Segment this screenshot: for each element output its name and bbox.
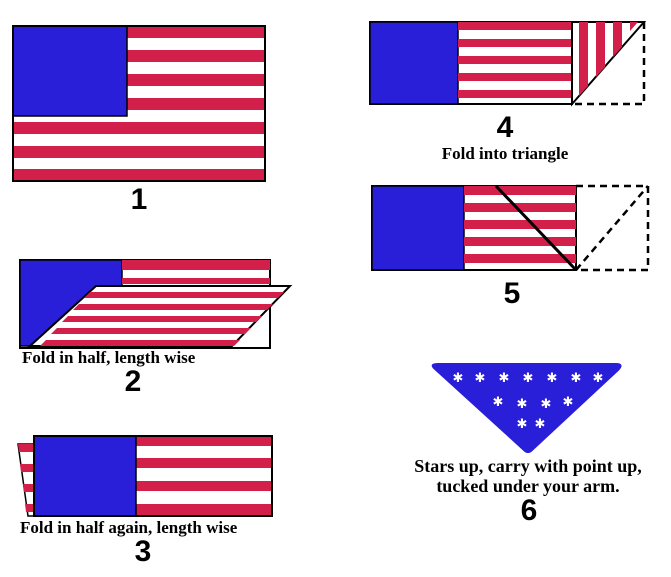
step-3-folded-again [17, 435, 273, 517]
svg-text:✱: ✱ [593, 371, 604, 386]
step-2-number: 2 [124, 365, 142, 398]
stripes [458, 22, 572, 98]
step-5-triangle-fold [371, 184, 650, 272]
svg-text:✱: ✱ [523, 371, 534, 386]
step-4-number: 4 [496, 111, 514, 144]
svg-text:✱: ✱ [493, 395, 504, 410]
step-5-number: 5 [503, 277, 521, 310]
step-2-folded-half [19, 259, 293, 349]
step-1-number: 1 [130, 183, 148, 216]
folded-front-half [27, 285, 293, 347]
svg-text:✱: ✱ [475, 371, 486, 386]
dashed-fold-outline [576, 184, 650, 272]
step-1-full-flag [12, 25, 266, 182]
step-6-caption-line-2: tucked under your arm. [436, 476, 620, 496]
svg-text:✱: ✱ [541, 397, 552, 412]
folded-triangle [571, 21, 647, 107]
step-4-caption: Fold into triangle [441, 144, 569, 163]
svg-text:✱: ✱ [499, 371, 510, 386]
svg-text:✱: ✱ [517, 417, 528, 432]
step-3-caption: Fold in half again, length wise [20, 518, 238, 537]
stripes [464, 186, 576, 263]
svg-text:✱: ✱ [547, 371, 558, 386]
canton [369, 21, 459, 105]
diagonal-fold-line [494, 184, 578, 272]
stars: ✱ ✱ ✱ ✱ ✱ ✱ ✱ ✱ ✱ ✱ ✱ ✱ ✱ [453, 371, 604, 432]
step-4-triangle-fold [369, 21, 647, 107]
step-3-number: 3 [134, 535, 152, 568]
step-6-number: 6 [520, 494, 538, 527]
step-2-caption: Fold in half, length wise [22, 348, 196, 367]
step-6-caption-line-1: Stars up, carry with point up, [414, 456, 642, 476]
front-stripes [136, 436, 272, 516]
svg-text:✱: ✱ [563, 395, 574, 410]
svg-text:✱: ✱ [571, 371, 582, 386]
front-canton [33, 435, 137, 517]
canton [371, 185, 465, 271]
svg-text:✱: ✱ [517, 397, 528, 412]
step-6-finished-triangle: ✱ ✱ ✱ ✱ ✱ ✱ ✱ ✱ ✱ ✱ ✱ ✱ ✱ [431, 363, 622, 453]
svg-text:✱: ✱ [535, 417, 546, 432]
back-stripes [122, 260, 270, 284]
dashed-fold-outline [572, 22, 646, 106]
svg-text:✱: ✱ [453, 371, 464, 386]
flag-canton [12, 25, 128, 117]
